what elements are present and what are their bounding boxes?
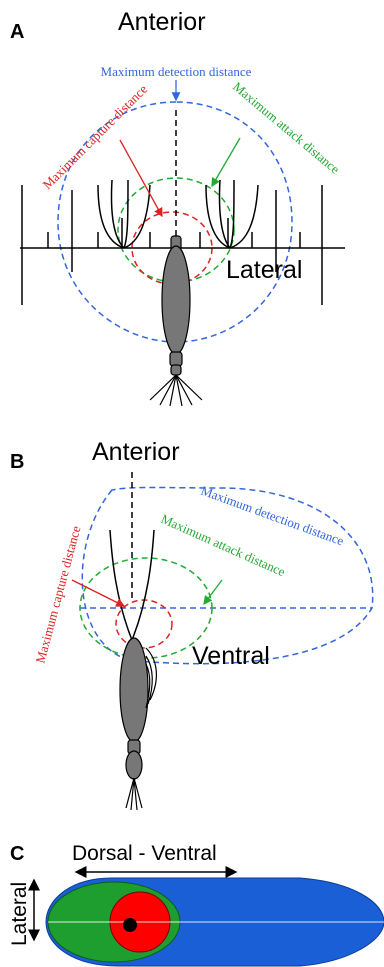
panel-b-letter: B	[10, 451, 24, 473]
panel-b-capture-label: Maximum capture distance	[32, 524, 83, 665]
panel-c-lateral-label: Lateral	[8, 882, 31, 946]
panel-a-left-antenna	[98, 180, 150, 248]
panel-b: B Anterior	[10, 438, 373, 810]
panel-b-detection-zone	[82, 488, 372, 664]
panel-a-letter: A	[10, 21, 24, 43]
panel-a-anterior-label: Anterior	[118, 8, 206, 36]
panel-b-attack-arrow	[204, 580, 222, 604]
panel-c: C Dorsal - Ventral Lateral	[8, 842, 384, 966]
panel-a: A Anterior	[10, 8, 345, 406]
panel-a-capture-label: Maximum capture distance	[40, 81, 151, 192]
panel-c-letter: C	[10, 843, 24, 865]
panel-b-ventral-label: Ventral	[192, 642, 270, 670]
panel-a-detection-label: Maximum detection distance	[101, 64, 252, 79]
panel-a-lateral-label: Lateral	[226, 256, 302, 284]
panel-b-anterior-label: Anterior	[92, 438, 180, 466]
panel-a-capture-arrow	[120, 140, 162, 216]
panel-b-caudal-setae	[126, 778, 142, 810]
panel-a-right-antenna	[206, 180, 258, 248]
panel-a-attack-label: Maximum attack distance	[230, 79, 343, 177]
panel-b-capture-zone	[116, 600, 172, 648]
panel-a-copepod-body	[162, 236, 190, 375]
panel-a-attack-arrow	[212, 138, 240, 186]
panel-c-dorsal-ventral-label: Dorsal - Ventral	[72, 842, 217, 865]
panel-b-copepod-body	[120, 638, 148, 779]
panel-a-caudal-setae	[150, 375, 202, 406]
panel-c-copepod-dot	[123, 918, 137, 932]
